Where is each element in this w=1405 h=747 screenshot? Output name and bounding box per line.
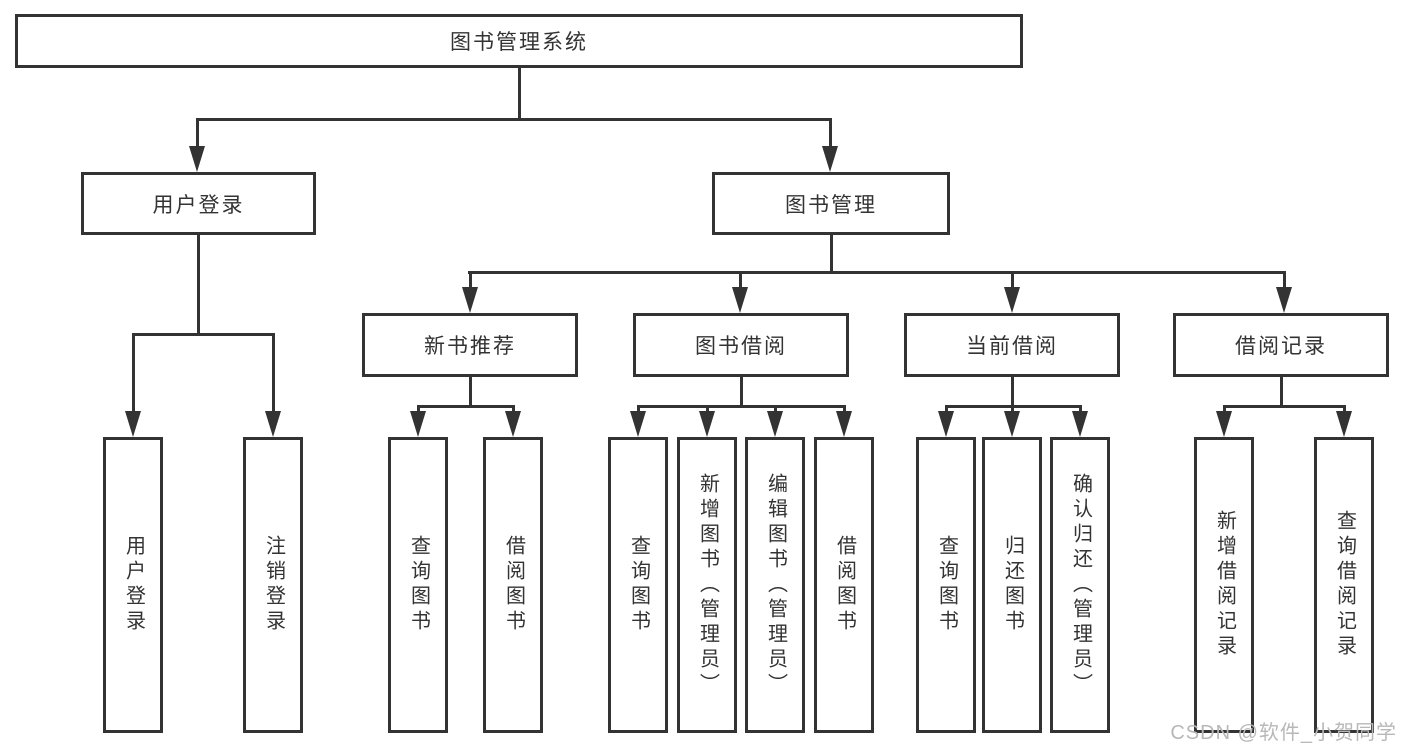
- leaf-label: 确认归还（管理员）: [1069, 472, 1092, 698]
- arrowhead-down-icon: [699, 411, 715, 437]
- connector-line-vertical: [195, 118, 199, 150]
- node-borrowing-records: 借阅记录: [1173, 313, 1389, 377]
- connector-line-vertical: [705, 405, 709, 415]
- connector-line-vertical: [1222, 405, 1226, 415]
- connector-line-vertical: [1010, 271, 1014, 291]
- leaf-user-login: 用户登录: [103, 437, 163, 733]
- node-new-book-recommend: 新书推荐: [362, 313, 578, 377]
- leaf-borrow-books-borrowing: 借阅图书: [814, 437, 874, 733]
- connector-line-vertical: [636, 405, 640, 415]
- arrowhead-down-icon: [462, 287, 478, 313]
- connector-line-horizontal: [945, 405, 1082, 408]
- leaf-logout-login: 注销登录: [243, 437, 303, 733]
- leaf-confirm-return-admin: 确认归还（管理员）: [1050, 437, 1110, 733]
- arrowhead-down-icon: [1276, 287, 1292, 313]
- watermark: CSDN @软件_小贺同学: [1170, 722, 1397, 744]
- arrowhead-down-icon: [732, 287, 748, 313]
- arrowhead-down-icon: [1072, 411, 1088, 437]
- connector-line-vertical: [1282, 271, 1286, 291]
- arrowhead-down-icon: [1216, 411, 1232, 437]
- connector-line-vertical: [511, 405, 515, 415]
- connector-line-vertical: [944, 405, 948, 415]
- arrowhead-down-icon: [265, 411, 281, 437]
- connector-line-vertical: [468, 375, 472, 408]
- node-book-management: 图书管理: [712, 172, 950, 235]
- leaf-label: 查询图书: [627, 535, 650, 635]
- connector-line-horizontal: [417, 405, 515, 408]
- connector-line-vertical: [416, 405, 420, 415]
- arrowhead-down-icon: [189, 146, 205, 172]
- connector-line-vertical: [828, 118, 832, 150]
- arrowhead-down-icon: [125, 411, 141, 437]
- arrowhead-down-icon: [410, 411, 426, 437]
- connector-line-horizontal: [196, 118, 832, 121]
- connector-line-vertical: [1279, 375, 1283, 408]
- leaf-label: 借阅图书: [833, 535, 856, 635]
- arrowhead-down-icon: [938, 411, 954, 437]
- node-user-login: 用户登录: [81, 172, 316, 235]
- arrowhead-down-icon: [505, 411, 521, 437]
- connector-line-vertical: [1010, 405, 1014, 415]
- connector-line-vertical: [1010, 375, 1014, 408]
- leaf-query-books-current: 查询图书: [916, 437, 976, 733]
- node-label: 图书管理系统: [450, 31, 588, 54]
- connector-line-vertical: [131, 333, 135, 413]
- connector-line-vertical: [517, 68, 521, 121]
- node-label: 用户登录: [152, 193, 245, 217]
- connector-line-horizontal: [637, 405, 846, 408]
- connector-line-vertical: [773, 405, 777, 415]
- arrowhead-down-icon: [767, 411, 783, 437]
- connector-line-vertical: [1342, 405, 1346, 415]
- leaf-label: 归还图书: [1001, 535, 1024, 635]
- arrowhead-down-icon: [1336, 411, 1352, 437]
- leaf-label: 新增借阅记录: [1213, 510, 1236, 660]
- connector-line-vertical: [829, 233, 833, 274]
- arrowhead-down-icon: [1004, 411, 1020, 437]
- connector-line-vertical: [271, 333, 275, 413]
- connector-line-vertical: [1078, 405, 1082, 415]
- node-label: 当前借阅: [966, 335, 1058, 358]
- node-book-borrowing: 图书借阅: [633, 313, 849, 377]
- arrowhead-down-icon: [822, 146, 838, 172]
- leaf-add-borrow-record: 新增借阅记录: [1194, 437, 1254, 733]
- connector-line-vertical: [842, 405, 846, 415]
- leaf-label: 新增图书（管理员）: [696, 472, 719, 698]
- leaf-label: 编辑图书（管理员）: [764, 472, 787, 698]
- node-label: 新书推荐: [424, 335, 516, 358]
- connector-line-vertical: [468, 271, 472, 291]
- arrowhead-down-icon: [1004, 287, 1020, 313]
- node-current-borrowing: 当前借阅: [904, 313, 1120, 377]
- node-label: 图书管理: [785, 193, 877, 217]
- leaf-label: 查询图书: [935, 535, 958, 635]
- leaf-label: 用户登录: [122, 535, 145, 635]
- leaf-query-books-recommend: 查询图书: [388, 437, 448, 733]
- leaf-edit-book-admin: 编辑图书（管理员）: [745, 437, 805, 733]
- arrowhead-down-icon: [630, 411, 646, 437]
- connector-line-vertical: [738, 271, 742, 291]
- leaf-label: 查询图书: [407, 535, 430, 635]
- connector-line-vertical: [739, 375, 743, 408]
- connector-line-horizontal: [468, 271, 1285, 274]
- leaf-borrow-books-recommend: 借阅图书: [483, 437, 543, 733]
- leaf-query-borrow-record: 查询借阅记录: [1314, 437, 1374, 733]
- arrowhead-down-icon: [836, 411, 852, 437]
- node-label: 图书借阅: [695, 335, 787, 358]
- leaf-label: 注销登录: [262, 535, 285, 635]
- node-label: 借阅记录: [1235, 335, 1327, 358]
- leaf-label: 查询借阅记录: [1333, 510, 1356, 660]
- leaf-return-book: 归还图书: [982, 437, 1042, 733]
- leaf-label: 借阅图书: [502, 535, 525, 635]
- connector-line-vertical: [196, 233, 200, 336]
- connector-line-horizontal: [1223, 405, 1346, 408]
- leaf-add-book-admin: 新增图书（管理员）: [677, 437, 737, 733]
- node-root-system: 图书管理系统: [15, 14, 1023, 68]
- leaf-query-books-borrowing: 查询图书: [608, 437, 668, 733]
- connector-line-horizontal: [132, 333, 275, 336]
